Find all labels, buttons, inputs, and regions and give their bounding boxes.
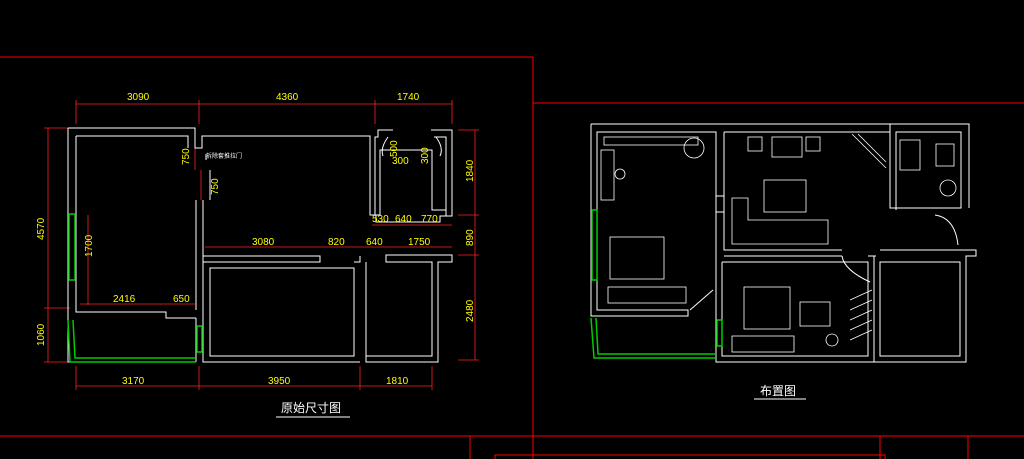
dim-inner-300b: 300 — [420, 147, 431, 164]
dim-inner-820: 820 — [328, 237, 345, 248]
dim-inner-640b: 640 — [395, 214, 412, 225]
dim-inner-300a: 300 — [392, 156, 409, 167]
toilet — [939, 179, 957, 197]
dim-left-1: 4570 — [36, 217, 47, 240]
coffee-table — [763, 179, 807, 213]
double-bed-2 — [743, 286, 791, 330]
windows — [67, 213, 203, 363]
dim-inner-1750: 1750 — [408, 237, 431, 248]
right-plan-title: 布置图 — [760, 384, 796, 398]
furniture — [600, 133, 957, 353]
dim-bottom-1: 3170 — [122, 376, 145, 387]
demolition-note: 拆除套推拉门 — [206, 152, 242, 160]
sheet-frame — [0, 56, 1024, 459]
dim-top-1: 3090 — [127, 92, 150, 103]
dim-left-2: 1060 — [36, 323, 47, 346]
desk — [600, 149, 615, 201]
bath-fixture-1 — [899, 139, 921, 171]
dimension-lines — [44, 100, 479, 390]
study-desk — [799, 301, 831, 327]
windows-right — [590, 209, 723, 359]
chair — [614, 168, 626, 180]
sofa — [731, 197, 829, 245]
right-floor-plan: 布置图 — [590, 123, 977, 400]
closet-hangers — [849, 289, 873, 341]
dim-bottom-3: 1810 — [386, 376, 409, 387]
dim-inner-500: 500 — [389, 140, 400, 157]
walls-right — [590, 123, 977, 363]
left-floor-plan: 3090 4360 1740 3170 3950 1810 4570 1060 … — [36, 92, 479, 418]
dimension-labels: 3090 4360 1740 3170 3950 1810 4570 1060 … — [36, 92, 476, 387]
armchair-1 — [747, 136, 763, 152]
plant — [683, 137, 705, 159]
dim-inner-750b: 750 — [210, 178, 221, 195]
dim-inner-650: 650 — [173, 294, 190, 305]
double-bed-1 — [609, 236, 665, 280]
shower — [935, 143, 955, 167]
study-chair — [825, 333, 839, 347]
left-plan-title: 原始尺寸图 — [281, 401, 341, 415]
dim-right-2: 890 — [465, 229, 476, 246]
wardrobe-2 — [731, 335, 795, 353]
dim-inner-530: 530 — [372, 214, 389, 225]
tv-cabinet — [851, 133, 887, 169]
walls — [67, 127, 453, 363]
dim-inner-770: 770 — [421, 214, 438, 225]
dining-table — [771, 136, 803, 158]
dim-top-2: 4360 — [276, 92, 299, 103]
dim-right-1: 1840 — [465, 159, 476, 182]
wardrobe-1 — [607, 286, 687, 304]
dim-inner-750a: 750 — [181, 148, 192, 165]
dim-inner-3080: 3080 — [252, 237, 275, 248]
bookshelf — [603, 136, 699, 146]
dim-inner-2416: 2416 — [113, 294, 136, 305]
armchair-2 — [805, 136, 821, 152]
dim-inner-1700: 1700 — [84, 234, 95, 257]
dim-top-3: 1740 — [397, 92, 420, 103]
dim-bottom-2: 3950 — [268, 376, 291, 387]
dim-right-3: 2480 — [465, 299, 476, 322]
dim-inner-640: 640 — [366, 237, 383, 248]
